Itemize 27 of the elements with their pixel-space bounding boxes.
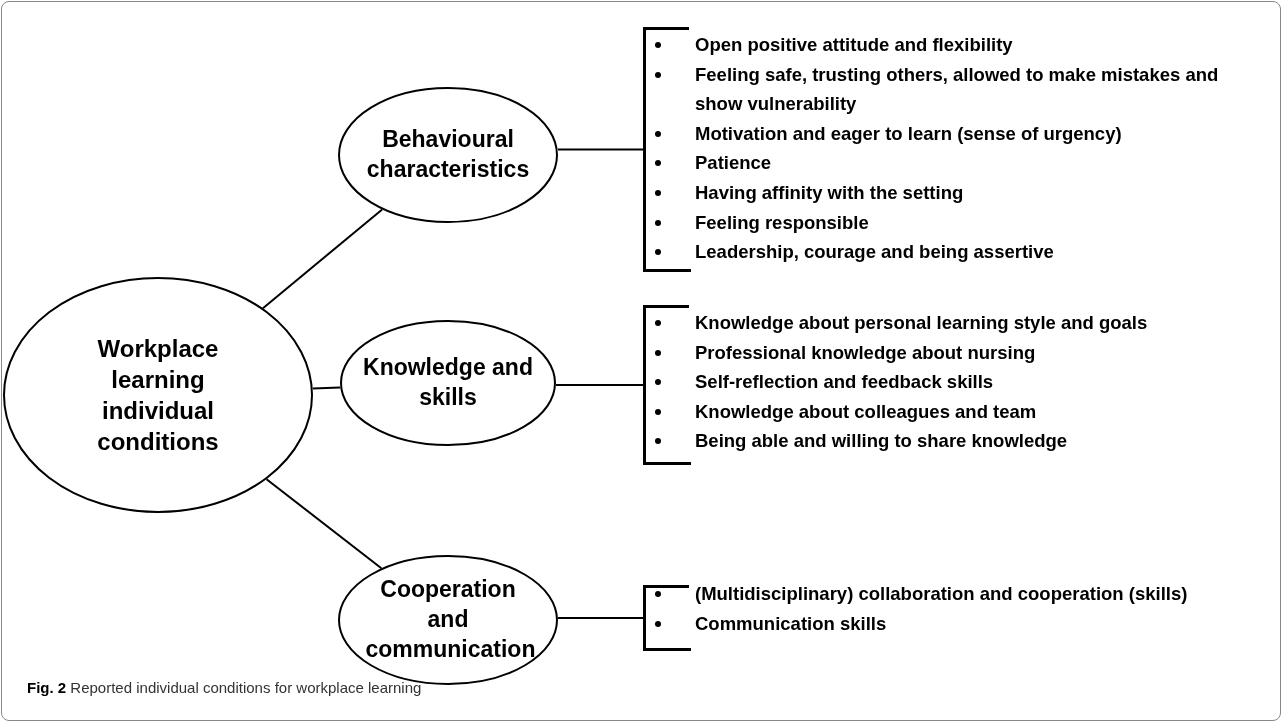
list-item: Self-reflection and feedback skills	[695, 370, 995, 395]
list-item: Feeling responsible	[695, 210, 870, 235]
list-item: Professional knowledge about nursing	[695, 340, 1037, 365]
list-item: Knowledge about colleagues and team	[695, 399, 1038, 424]
topic-ellipse	[338, 87, 558, 223]
figure-caption: Fig. 2 Reported individual conditions for workplace learning	[27, 679, 422, 696]
connector-line	[261, 208, 384, 310]
connector-line	[555, 384, 644, 386]
connector-line	[557, 617, 644, 619]
connector-line	[557, 148, 644, 151]
connector-line	[265, 478, 383, 570]
topic-ellipse	[3, 277, 313, 513]
topic-label: Workplace learning individual conditions	[96, 333, 220, 458]
list-item: Being able and willing to share knowledge	[695, 429, 1069, 454]
list-item: Motivation and eager to learn (sense of urgency)	[695, 121, 1123, 146]
list-item: Knowledge about personal learning style and goals	[695, 311, 1149, 335]
list-item: Communication skills	[695, 611, 888, 636]
topic-ellipse	[340, 320, 556, 446]
list-item: (Multidisciplinary) collaboration and cooperation (skills)	[695, 582, 1189, 606]
list-item: Open positive attitude and flexibility	[695, 33, 1014, 57]
topic-label: Knowledge and skills	[362, 353, 534, 412]
topic-label: Behavioural characteristics	[365, 125, 531, 184]
connector-line	[311, 386, 342, 390]
list-item: Leadership, courage and being assertive	[695, 240, 1055, 265]
list-item: Feeling safe, trusting others, allowed to make mistakes and show vulnerability	[695, 62, 1220, 117]
list-item: Having affinity with the setting	[695, 180, 965, 205]
list-item: Patience	[695, 151, 773, 176]
